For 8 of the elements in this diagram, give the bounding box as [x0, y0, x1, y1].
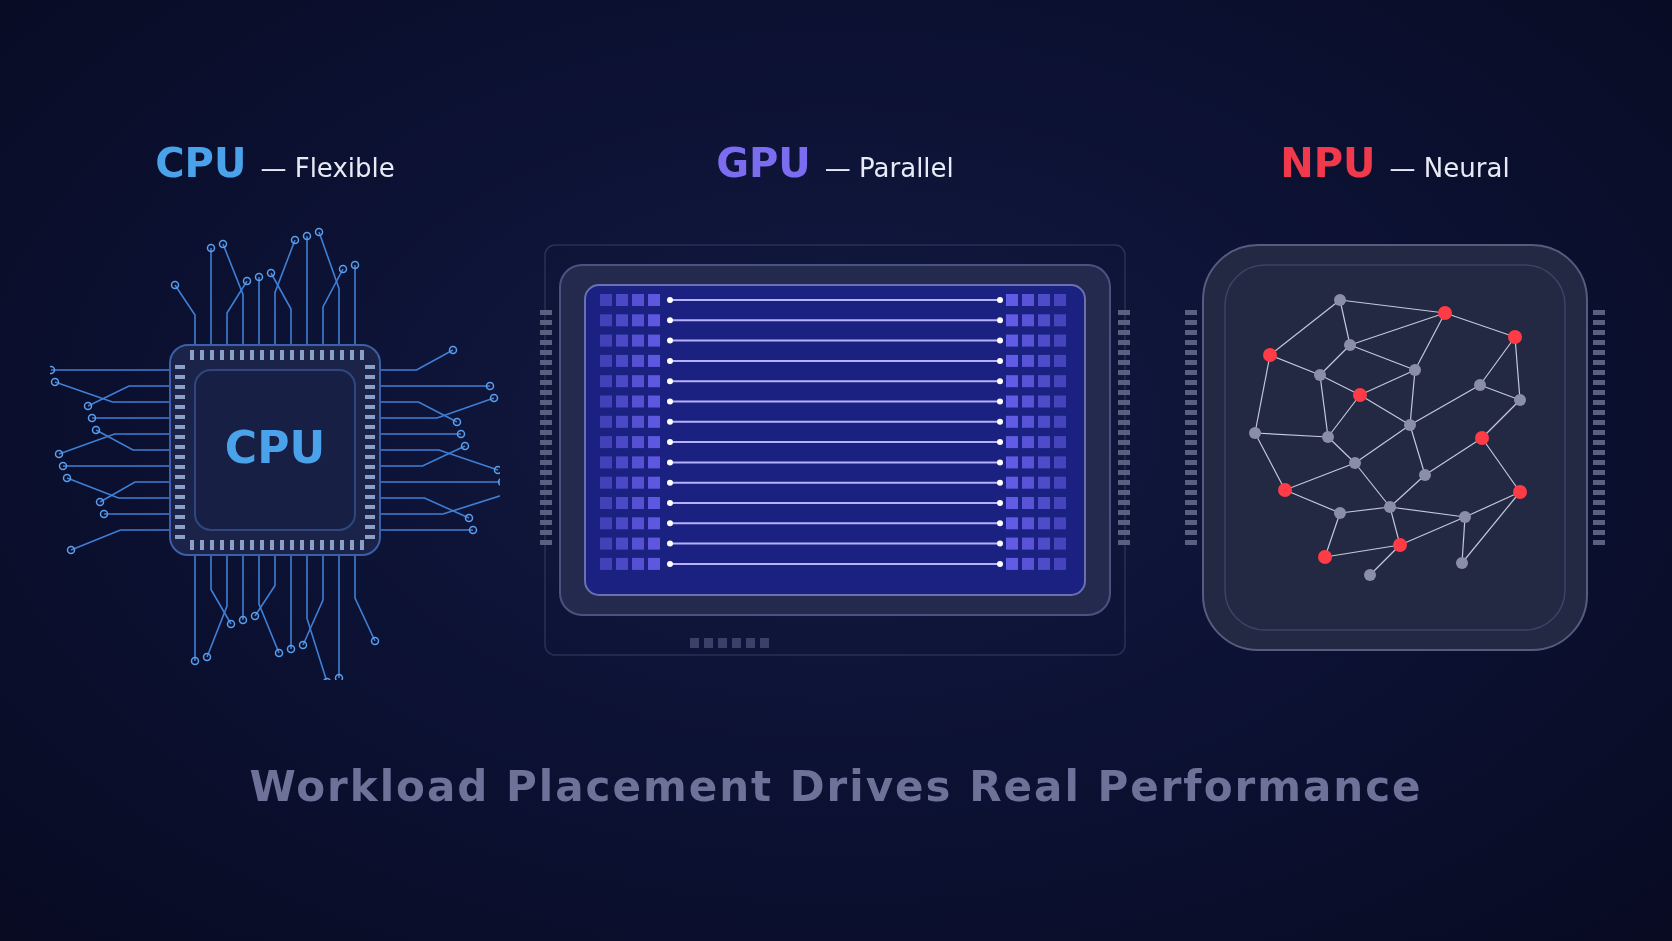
chip-marking: CPU: [223, 422, 327, 473]
chip-tagline: — Neural: [1389, 153, 1510, 183]
chip-tagline: — Parallel: [824, 153, 954, 183]
caption: Workload Placement Drives Real Performance: [248, 762, 1424, 811]
chip-label: GPU: [716, 140, 811, 186]
chip-tagline: — Flexible: [260, 153, 395, 183]
chip-label: NPU: [1280, 140, 1376, 186]
chip-label: CPU: [155, 140, 247, 186]
